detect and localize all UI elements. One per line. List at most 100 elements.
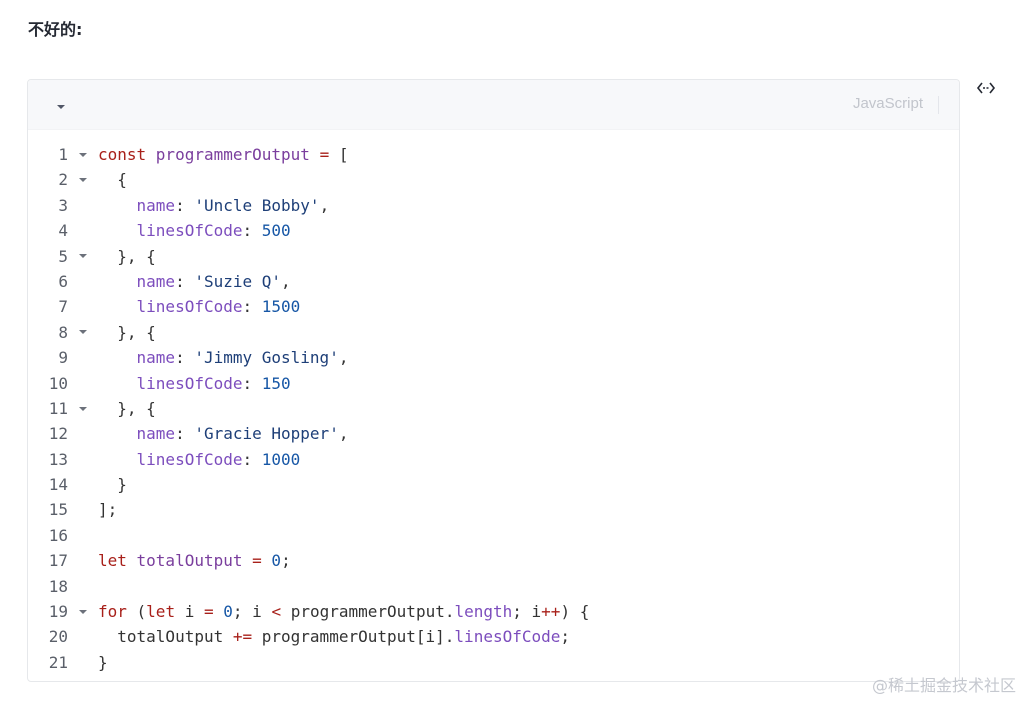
code-token: = [319, 145, 330, 164]
watermark: @稀土掘金技术社区 [871, 676, 1016, 695]
code-token: 'Uncle Bobby' [194, 195, 320, 215]
code-text: const programmerOutput = [ [98, 142, 348, 167]
code-token [98, 450, 137, 469]
fold-gutter [68, 574, 98, 599]
fold-gutter [68, 650, 98, 675]
code-token: ; i [232, 602, 272, 622]
fold-caret-icon[interactable] [68, 244, 98, 269]
code-token: , [319, 195, 330, 215]
section-heading: 不好的: [28, 20, 83, 39]
code-token: 500 [261, 221, 291, 241]
code-text: ]; [98, 497, 117, 522]
code-token: 0 [223, 602, 233, 622]
code-token: }, { [98, 246, 156, 266]
code-token: , [281, 271, 291, 291]
horizontal-expand-icon[interactable] [975, 80, 997, 96]
line-number: 16 [48, 525, 68, 545]
code-line: 16 [28, 523, 589, 548]
code-text: totalOutput += programmerOutput[i].lines… [98, 624, 570, 649]
code-token: } [98, 475, 127, 495]
fold-gutter [68, 269, 98, 294]
fold-caret-icon[interactable] [68, 320, 98, 345]
code-token: 1500 [261, 297, 301, 317]
code-text: linesOfCode: 500 [98, 218, 291, 243]
code-token: ; [560, 627, 571, 647]
fold-caret-icon[interactable] [68, 167, 98, 192]
line-number: 15 [48, 500, 68, 520]
code-text: { [98, 167, 127, 192]
code-token: : [242, 449, 262, 469]
code-token: linesOfCode [136, 221, 243, 241]
code-token: linesOfCode [136, 373, 243, 393]
code-line: 14 } [28, 472, 589, 497]
language-label: JavaScript [852, 95, 923, 112]
line-number: 1 [58, 145, 68, 164]
line-number: 8 [58, 322, 68, 342]
fold-gutter [68, 193, 98, 218]
code-text: linesOfCode: 1000 [98, 447, 301, 472]
code-token: programmerOutput[i]. [252, 627, 455, 647]
line-number: 14 [48, 475, 68, 495]
code-token: let [98, 551, 137, 571]
code-token [98, 348, 137, 367]
code-token: linesOfCode [136, 449, 243, 469]
code-token: for [98, 602, 127, 622]
code-token: } [98, 652, 108, 672]
code-token: : [175, 195, 195, 215]
code-token: = [203, 602, 214, 622]
code-line: 7 linesOfCode: 1500 [28, 294, 589, 319]
code-token [98, 374, 137, 393]
line-number: 5 [58, 246, 68, 266]
line-number: 4 [58, 221, 68, 241]
code-line: 6 name: 'Suzie Q', [28, 269, 589, 294]
line-number: 2 [58, 170, 68, 190]
code-token: , [338, 424, 349, 444]
fold-gutter [68, 497, 98, 522]
code-line: 1 const programmerOutput = [ [28, 142, 589, 167]
fold-gutter [68, 218, 98, 243]
code-token: length [454, 602, 513, 622]
code-text: }, { [98, 244, 156, 269]
code-token: name [136, 424, 176, 444]
fold-caret-icon[interactable] [68, 142, 98, 167]
code-line: 21} [28, 650, 589, 675]
code-text: name: 'Gracie Hopper', [98, 421, 349, 446]
code-token: linesOfCode [136, 297, 243, 317]
code-token [243, 551, 253, 570]
code-line: 5 }, { [28, 244, 589, 269]
code-line: 2 { [28, 167, 589, 192]
fold-gutter [68, 523, 98, 548]
code-token: let [146, 602, 176, 622]
code-text: }, { [98, 320, 156, 345]
code-token: [ [329, 145, 349, 164]
fold-caret-icon[interactable] [68, 396, 98, 421]
code-token [98, 297, 137, 316]
fold-caret-icon[interactable] [68, 599, 98, 624]
fold-gutter [68, 421, 98, 446]
line-number: 9 [58, 348, 68, 368]
line-number: 12 [48, 424, 68, 444]
code-token: programmerOutput [155, 145, 310, 164]
code-token: name [136, 195, 176, 215]
code-text: } [98, 472, 127, 497]
caret-down-icon[interactable] [55, 98, 67, 110]
code-token [98, 272, 137, 291]
code-line: 13 linesOfCode: 1000 [28, 447, 589, 472]
code-line: 10 linesOfCode: 150 [28, 371, 589, 396]
fold-gutter [68, 447, 98, 472]
code-token: totalOutput [136, 551, 243, 571]
code-token: : [242, 221, 262, 241]
fold-gutter [68, 294, 98, 319]
fold-gutter [68, 548, 98, 573]
code-text: } [98, 650, 108, 675]
code-token: ( [126, 602, 147, 622]
code-token: 150 [261, 373, 291, 393]
line-number: 7 [58, 297, 68, 317]
line-number: 11 [48, 398, 68, 418]
code-token: }, { [98, 398, 156, 418]
fold-gutter [68, 371, 98, 396]
code-token: , [338, 348, 349, 368]
header-divider [938, 96, 939, 114]
